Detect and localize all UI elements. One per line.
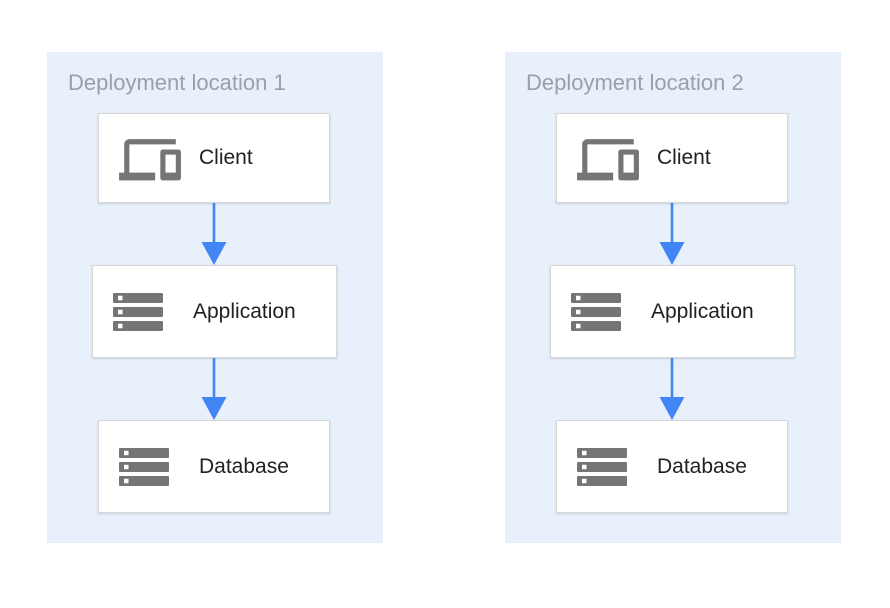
panel-title: Deployment location 2 [526, 70, 744, 95]
client-node: Client [556, 113, 788, 203]
database-node: Database [556, 420, 788, 513]
arrow-down-icon [201, 203, 227, 265]
devices-icon [119, 134, 199, 183]
client-node: Client [98, 113, 330, 203]
storage-icon [113, 292, 193, 331]
storage-icon [577, 447, 657, 486]
deployment-location-2-panel: Deployment location 2 Client [505, 52, 841, 543]
arrow-down-icon [659, 358, 685, 420]
node-label: Client [657, 146, 711, 169]
node-label: Client [199, 146, 253, 169]
node-label: Application [651, 299, 754, 323]
node-label: Database [199, 454, 289, 478]
application-node: Application [550, 265, 795, 358]
node-label: Application [193, 299, 296, 323]
devices-icon [577, 134, 657, 183]
arrow-down-icon [201, 358, 227, 420]
arrow-down-icon [659, 203, 685, 265]
application-node: Application [92, 265, 337, 358]
database-node: Database [98, 420, 330, 513]
node-label: Database [657, 454, 747, 478]
storage-icon [571, 292, 651, 331]
storage-icon [119, 447, 199, 486]
deployment-location-1-panel: Deployment location 1 Client [47, 52, 383, 543]
panel-title: Deployment location 1 [68, 70, 286, 95]
